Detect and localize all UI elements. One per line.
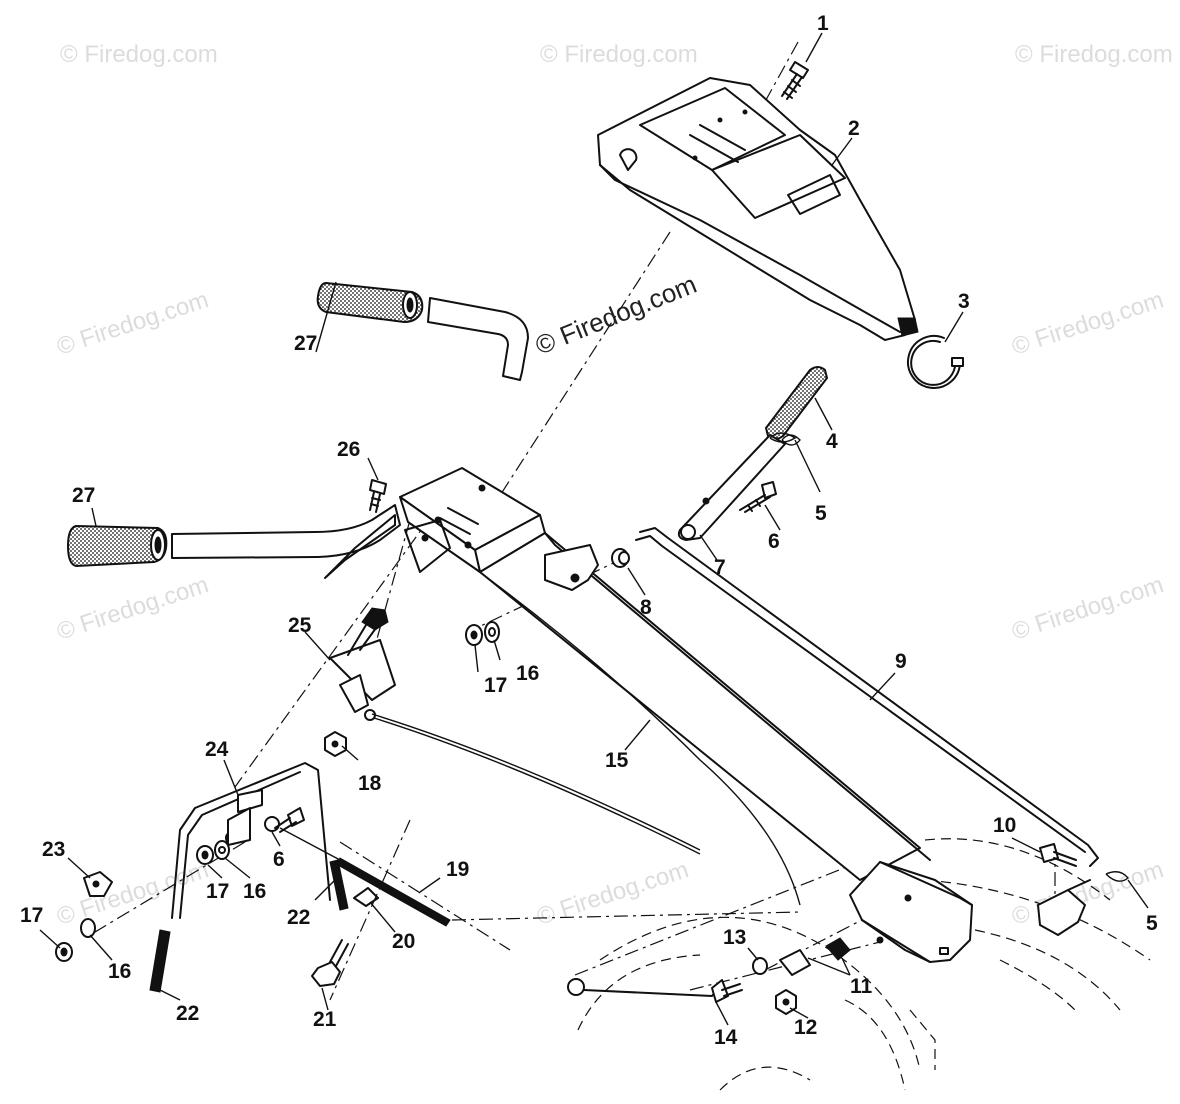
center-lines	[89, 41, 1056, 1001]
part-number: 5	[815, 502, 827, 525]
bolt-part-10	[1039, 843, 1077, 867]
part-number: 26	[337, 438, 360, 461]
watermark: © Firedog.com	[54, 286, 212, 360]
part-number: 22	[176, 1002, 199, 1025]
part-number: 13	[723, 926, 746, 949]
part-number: 4	[826, 430, 838, 453]
washer-nut-left	[55, 840, 230, 962]
part-number: 15	[605, 749, 629, 772]
handle-tube-part-15	[469, 532, 973, 963]
clip-part-20	[353, 887, 379, 907]
bracket-part-24	[171, 762, 331, 919]
watermark: © Firedog.com	[60, 41, 218, 68]
part-number: 1	[817, 12, 829, 35]
part-number: 9	[895, 650, 907, 673]
part-number: 17	[20, 904, 43, 927]
lever-part-4	[677, 366, 829, 541]
part-number: 17	[206, 880, 229, 903]
part-number: 24	[205, 738, 229, 761]
part-number: 3	[958, 290, 970, 313]
part-number: 12	[794, 1016, 817, 1039]
watermark: © Firedog.com	[1009, 571, 1167, 645]
watermark: © Firedog.com	[54, 856, 212, 930]
part-number: 10	[993, 814, 1016, 837]
watermark: © Firedog.com	[1009, 856, 1167, 930]
pin-part-5	[769, 432, 797, 443]
part-number: 19	[446, 858, 469, 881]
watermark-center: © Firedog.com	[531, 269, 701, 361]
rod-part-22	[149, 859, 349, 993]
watermark: © Firedog.com	[54, 571, 212, 645]
bolt-part-21	[311, 939, 349, 987]
part-number: 6	[768, 530, 780, 553]
watermark: © Firedog.com	[1015, 41, 1173, 68]
clip-part-23	[83, 871, 113, 897]
part-number: 22	[287, 906, 310, 929]
watermark: © Firedog.com	[540, 41, 698, 68]
part-number: 6	[273, 848, 285, 871]
leader-lines	[39, 32, 1149, 1026]
part-number: 23	[42, 838, 65, 861]
handlebar	[66, 281, 529, 568]
spring-part-19	[279, 827, 451, 927]
part-number: 25	[288, 614, 312, 637]
part-number: 14	[714, 1026, 738, 1049]
snap-ring-part-3	[907, 335, 964, 389]
throttle-part-25	[329, 607, 701, 855]
part-number: 17	[484, 674, 507, 697]
washer-nut-center	[465, 621, 500, 646]
screw-part-1	[781, 61, 809, 100]
part-number: 16	[243, 880, 266, 903]
nut-part-18	[324, 731, 347, 757]
handle-bracket	[324, 467, 546, 579]
bolt-part-6	[739, 481, 777, 513]
part-number: 27	[294, 332, 317, 355]
part-number: 16	[108, 960, 131, 983]
shift-lever-part-14	[567, 978, 743, 1003]
part-number: 20	[392, 930, 415, 953]
part-number: 11	[850, 975, 873, 998]
bolt-part-6	[264, 807, 305, 833]
bolt-part-26	[369, 479, 387, 513]
part-number: 27	[72, 484, 95, 507]
watermark: © Firedog.com	[534, 856, 692, 930]
part-number: 7	[714, 556, 726, 579]
part-number: 18	[358, 772, 382, 795]
washer-part-13	[752, 957, 768, 975]
part-number: 8	[640, 596, 652, 619]
part-number: 2	[848, 117, 860, 140]
bracket-part-5	[1037, 871, 1129, 936]
part-number: 16	[516, 662, 539, 685]
part-labels: 1 2 3 4 5 5 6 6 7 8 9 10 11 12 13 14 15 …	[20, 12, 1158, 1049]
part-number: 21	[313, 1008, 337, 1031]
watermark: © Firedog.com	[1009, 286, 1167, 360]
part-number: 5	[1146, 912, 1158, 935]
gear-part-11	[779, 937, 851, 976]
panel-console	[597, 77, 919, 341]
bushing-part-8	[611, 548, 630, 568]
